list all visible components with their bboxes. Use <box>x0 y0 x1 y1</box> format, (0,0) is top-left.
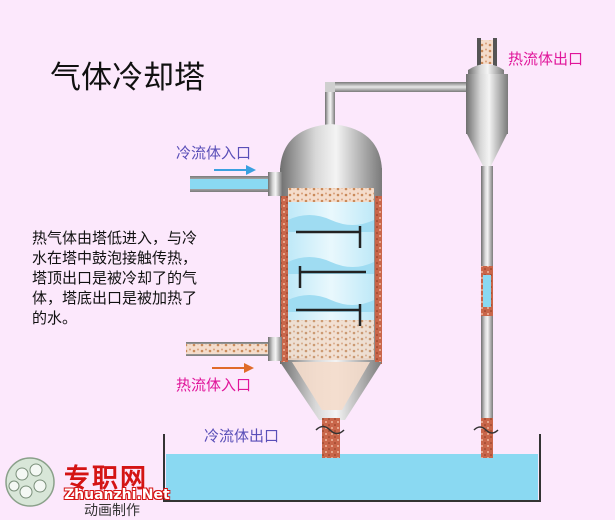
cold-inlet-label: 冷流体入口 <box>176 144 252 162</box>
top-connecting-pipe <box>325 82 473 128</box>
cold-inlet-pipe <box>190 165 282 196</box>
page-title: 气体冷却塔 <box>50 60 205 96</box>
hot-inlet-pipe <box>186 337 282 373</box>
description-text: 热气体由塔低进入，与冷 水在塔中鼓泡接触传热， 塔顶出口是被冷却了的气 体，塔底… <box>32 228 242 328</box>
description-line: 的水。 <box>32 309 78 327</box>
cyclone-separator <box>466 38 508 458</box>
description-line: 塔顶出口是被冷却了的气 <box>32 269 198 287</box>
logo-globe-icon <box>5 457 55 507</box>
water-basin <box>163 434 541 502</box>
description-line: 体，塔底出口是被加热了 <box>32 289 198 307</box>
logo-url[interactable]: Zhuanzhi.Net <box>64 487 170 503</box>
cold-outlet-label: 冷流体出口 <box>204 427 280 445</box>
logo-text: 专职网 <box>64 464 149 494</box>
footer-text: 动画制作 <box>84 503 140 519</box>
description-line: 热气体由塔低进入，与冷 <box>32 229 198 247</box>
hot-outlet-label: 热流体出口 <box>508 50 584 68</box>
hot-inlet-label: 热流体入口 <box>176 376 252 394</box>
cooling-tower-body <box>280 124 382 458</box>
description-line: 水在塔中鼓泡接触传热， <box>32 249 198 267</box>
